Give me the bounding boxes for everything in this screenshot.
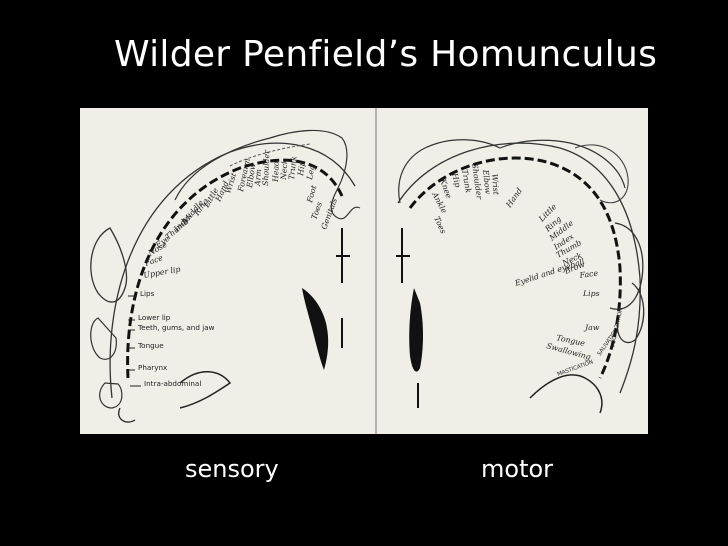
body-part-label: Head: [271, 161, 281, 183]
motor-face-profile: [609, 222, 644, 310]
motor-mouth: [616, 282, 645, 344]
body-part-label: Tongue: [137, 341, 164, 350]
motor-ventricle: [409, 288, 423, 372]
body-part-label: Trunk: [287, 155, 298, 180]
body-part-label: Lips: [140, 289, 155, 298]
body-part-label: Eyelid and eyeball: [513, 257, 586, 288]
body-part-label: Intra-abdominal: [144, 379, 201, 388]
body-part-label: Face: [143, 253, 165, 268]
sensory-lips: [90, 317, 117, 360]
homunculus-figure: Genitals Toes Foot Leg Hip Trunk Neck He…: [80, 108, 648, 434]
sensory-caption: sensory: [185, 455, 279, 483]
body-part-label: Leg: [305, 164, 317, 181]
body-part-label: Arm: [253, 169, 263, 187]
body-part-label: Shoulder: [261, 149, 271, 186]
sensory-body-figure: [174, 129, 361, 220]
body-part-label: Elbow: [245, 162, 258, 189]
body-part-label: Hand: [504, 186, 524, 210]
body-part-label: Lips: [582, 289, 600, 298]
body-part-label: Genitals: [319, 197, 339, 231]
motor-panel: Toes Ankle Knee Hip Trunk Shoulder Elbow…: [396, 139, 645, 414]
homunculus-diagram: Genitals Toes Foot Leg Hip Trunk Neck He…: [90, 108, 645, 434]
body-part-label: Pharynx: [138, 363, 168, 372]
motor-body-figure: [398, 139, 626, 204]
body-part-label: Wrist: [490, 174, 501, 196]
body-part-label: Teeth, gums, and jaw: [137, 323, 215, 332]
body-part-label: Hip: [450, 171, 463, 188]
slide-title: Wilder Penfield’s Homunculus: [114, 34, 658, 75]
body-part-label: VOCALIZATION: [610, 307, 624, 348]
sensory-tongue-shape: [99, 382, 123, 409]
motor-outer-contour: [397, 142, 641, 394]
body-part-label: Jaw: [583, 323, 600, 332]
body-part-label: Toes: [432, 215, 448, 235]
sensory-face-profile: [90, 227, 128, 303]
sensory-outer-contour: [109, 142, 356, 399]
body-part-label: Elbow: [481, 168, 493, 195]
motor-caption: motor: [481, 455, 554, 483]
body-part-label: Trunk: [460, 169, 473, 194]
body-part-label: Neck: [279, 159, 289, 181]
sensory-panel: Genitals Toes Foot Leg Hip Trunk Neck He…: [90, 129, 361, 423]
body-part-label: Lower lip: [138, 313, 171, 322]
body-part-label: Hip: [296, 161, 307, 177]
sensory-ventricle: [302, 288, 329, 370]
body-part-label: Face: [578, 268, 599, 280]
sensory-cortex-arc: [126, 158, 344, 379]
